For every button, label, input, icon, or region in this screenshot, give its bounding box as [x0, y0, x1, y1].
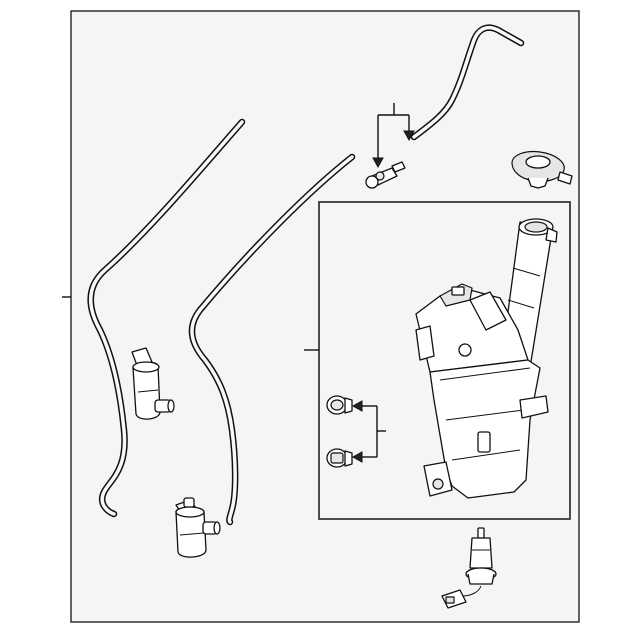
connector-leader — [372, 103, 415, 169]
washer-hose-middle — [188, 153, 356, 526]
hose-connector — [365, 161, 406, 189]
grommet-lower — [326, 448, 353, 468]
level-sensor — [441, 527, 497, 609]
washer-reservoir — [415, 218, 558, 499]
reservoir-cap — [511, 150, 573, 189]
grommet-upper — [326, 395, 353, 415]
washer-hose-left — [87, 118, 246, 518]
washer-pump-lower — [175, 497, 221, 558]
washer-pump-upper — [131, 347, 175, 420]
grommet-leader — [351, 400, 386, 463]
washer-hose-top — [410, 24, 525, 141]
